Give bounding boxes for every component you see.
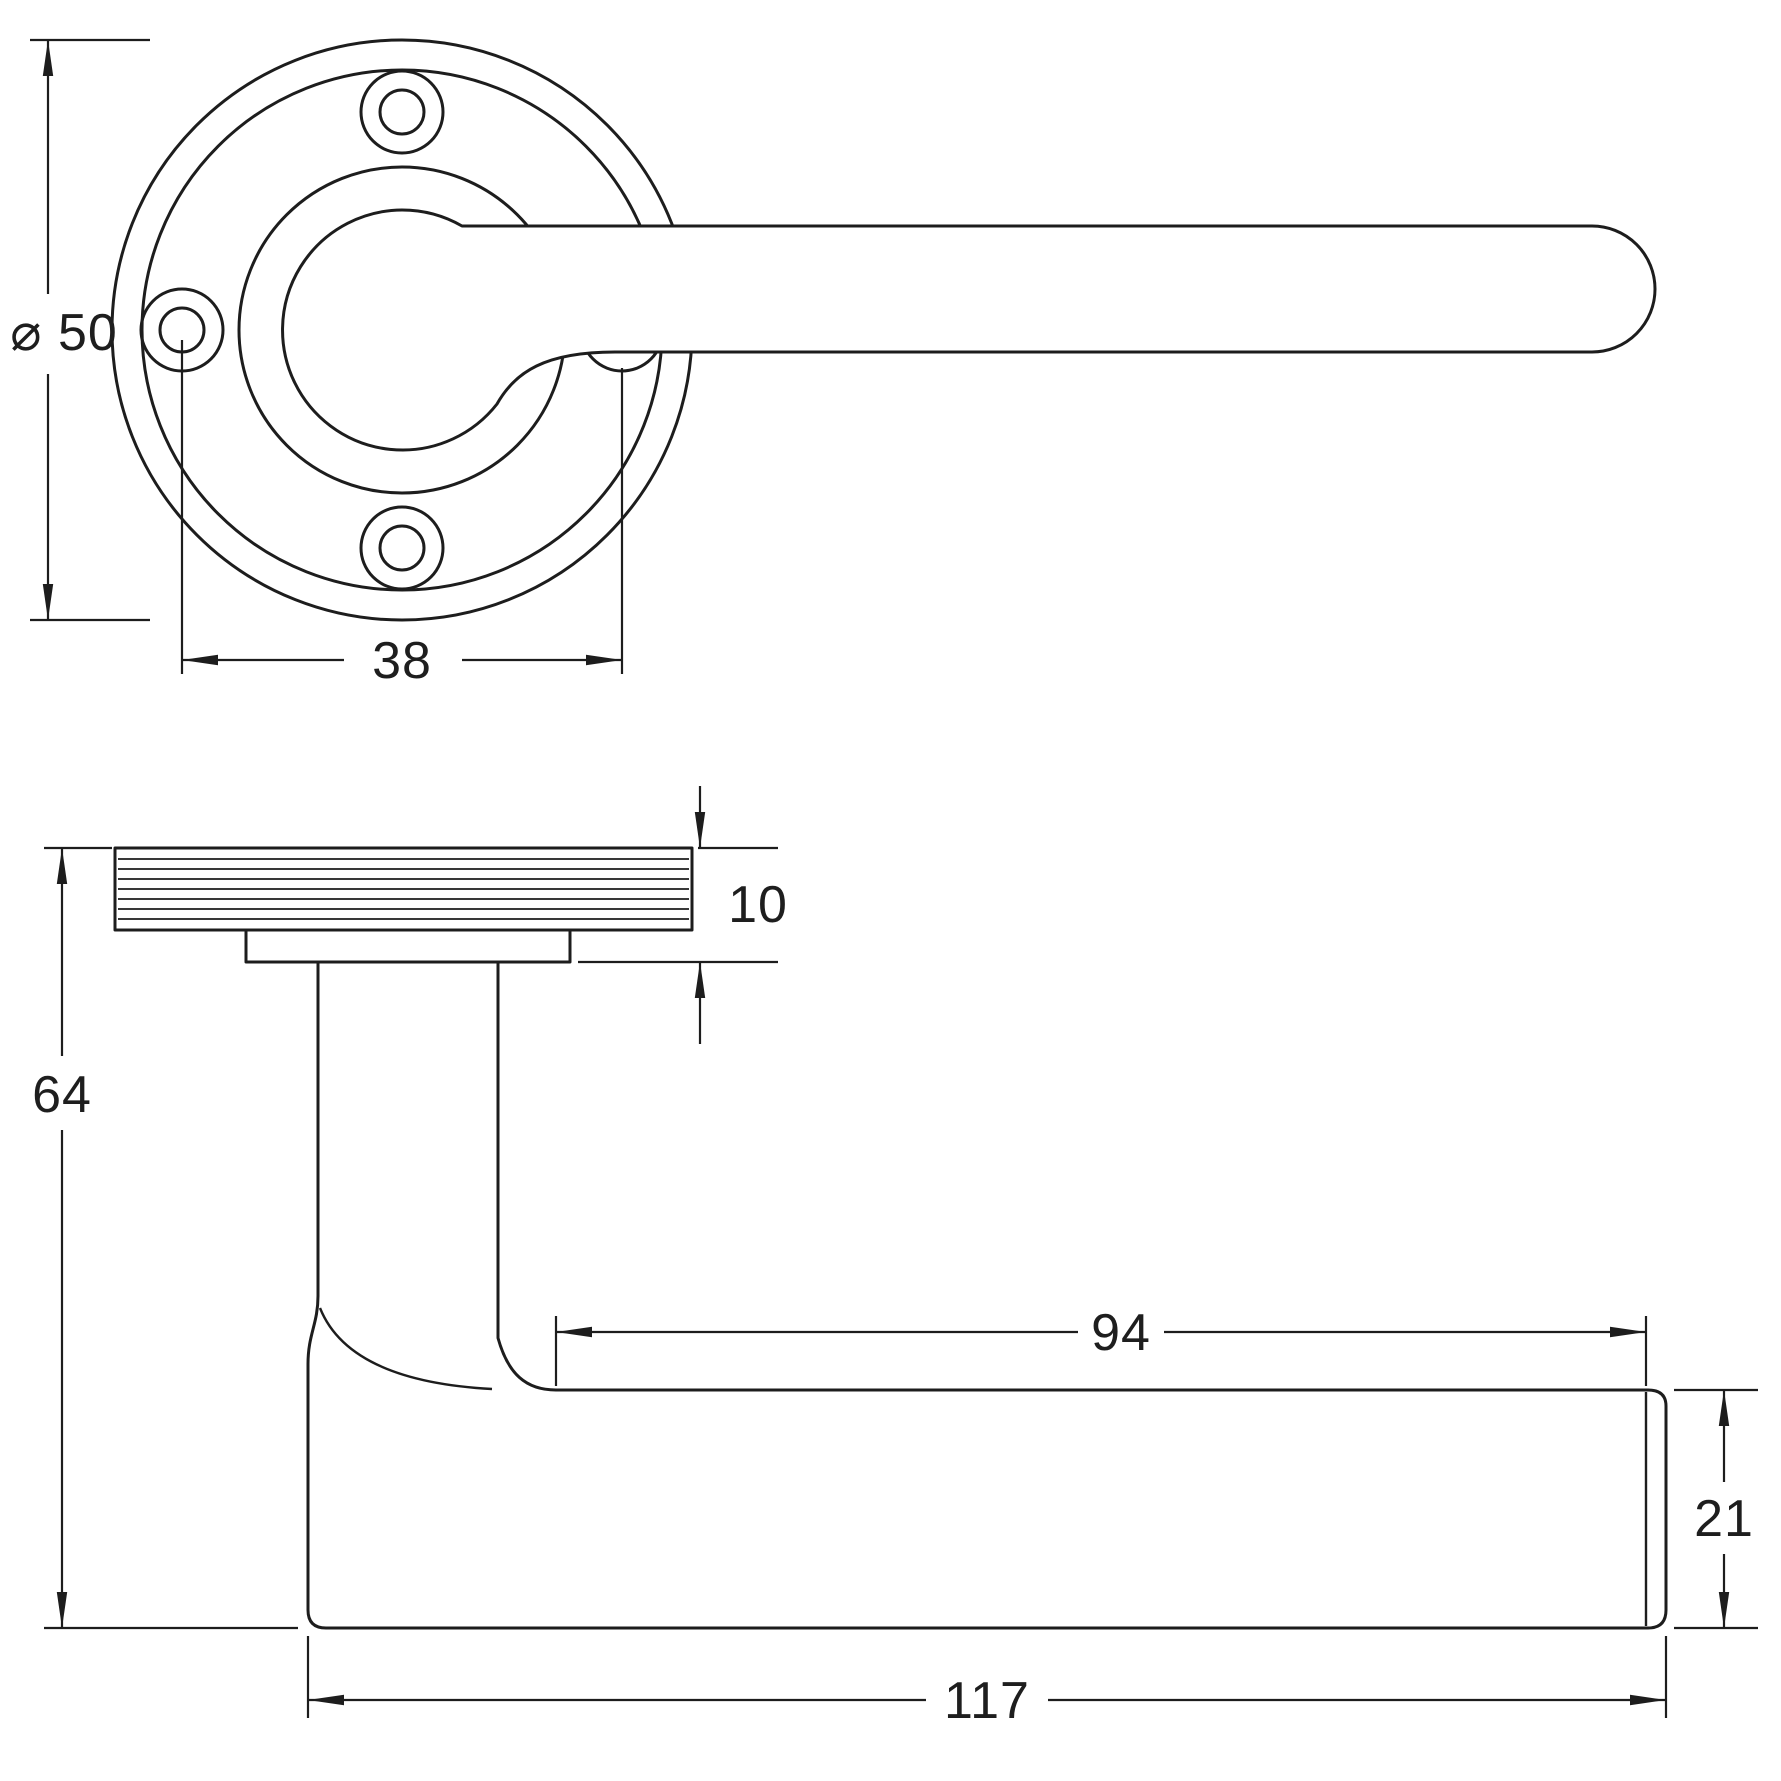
rose-profile-collar [244, 928, 572, 964]
side-view: 64 10 94 21 [32, 786, 1758, 1730]
dimension-overall-height: 64 [32, 846, 298, 1630]
grip-length-label: 94 [1091, 1304, 1151, 1362]
screw-hole-inner [378, 524, 426, 572]
dimension-lever-thickness: 21 [1674, 1388, 1758, 1630]
rose-thickness-label: 10 [728, 876, 788, 934]
dimension-overall-length: 117 [306, 1636, 1668, 1730]
lever-profile-outline [306, 960, 1668, 1630]
screw-hole-top [359, 69, 445, 155]
screw-hole-inner [378, 88, 426, 136]
screw-hole-bottom [359, 505, 445, 591]
rose-groove-lines [118, 858, 689, 920]
overall-length-label: 117 [944, 1672, 1030, 1730]
lever-thickness-label: 21 [1694, 1490, 1754, 1548]
dimension-rose-diameter: ⌀ 50 [10, 38, 150, 622]
lever-neck-fillet-crease [318, 1307, 493, 1391]
dimension-screw-spacing: 38 [180, 340, 624, 690]
rose-diameter-label: ⌀ 50 [10, 304, 118, 362]
lever-handle-front-outline [281, 208, 1657, 452]
screw-hole-outer [359, 69, 445, 155]
overall-height-label: 64 [32, 1066, 92, 1124]
dimension-grip-length: 94 [554, 1304, 1648, 1386]
screw-hole-outer [359, 505, 445, 591]
front-view: ⌀ 50 38 [10, 38, 1657, 690]
screw-spacing-label: 38 [372, 632, 432, 690]
dimension-rose-thickness: 10 [578, 786, 788, 1044]
